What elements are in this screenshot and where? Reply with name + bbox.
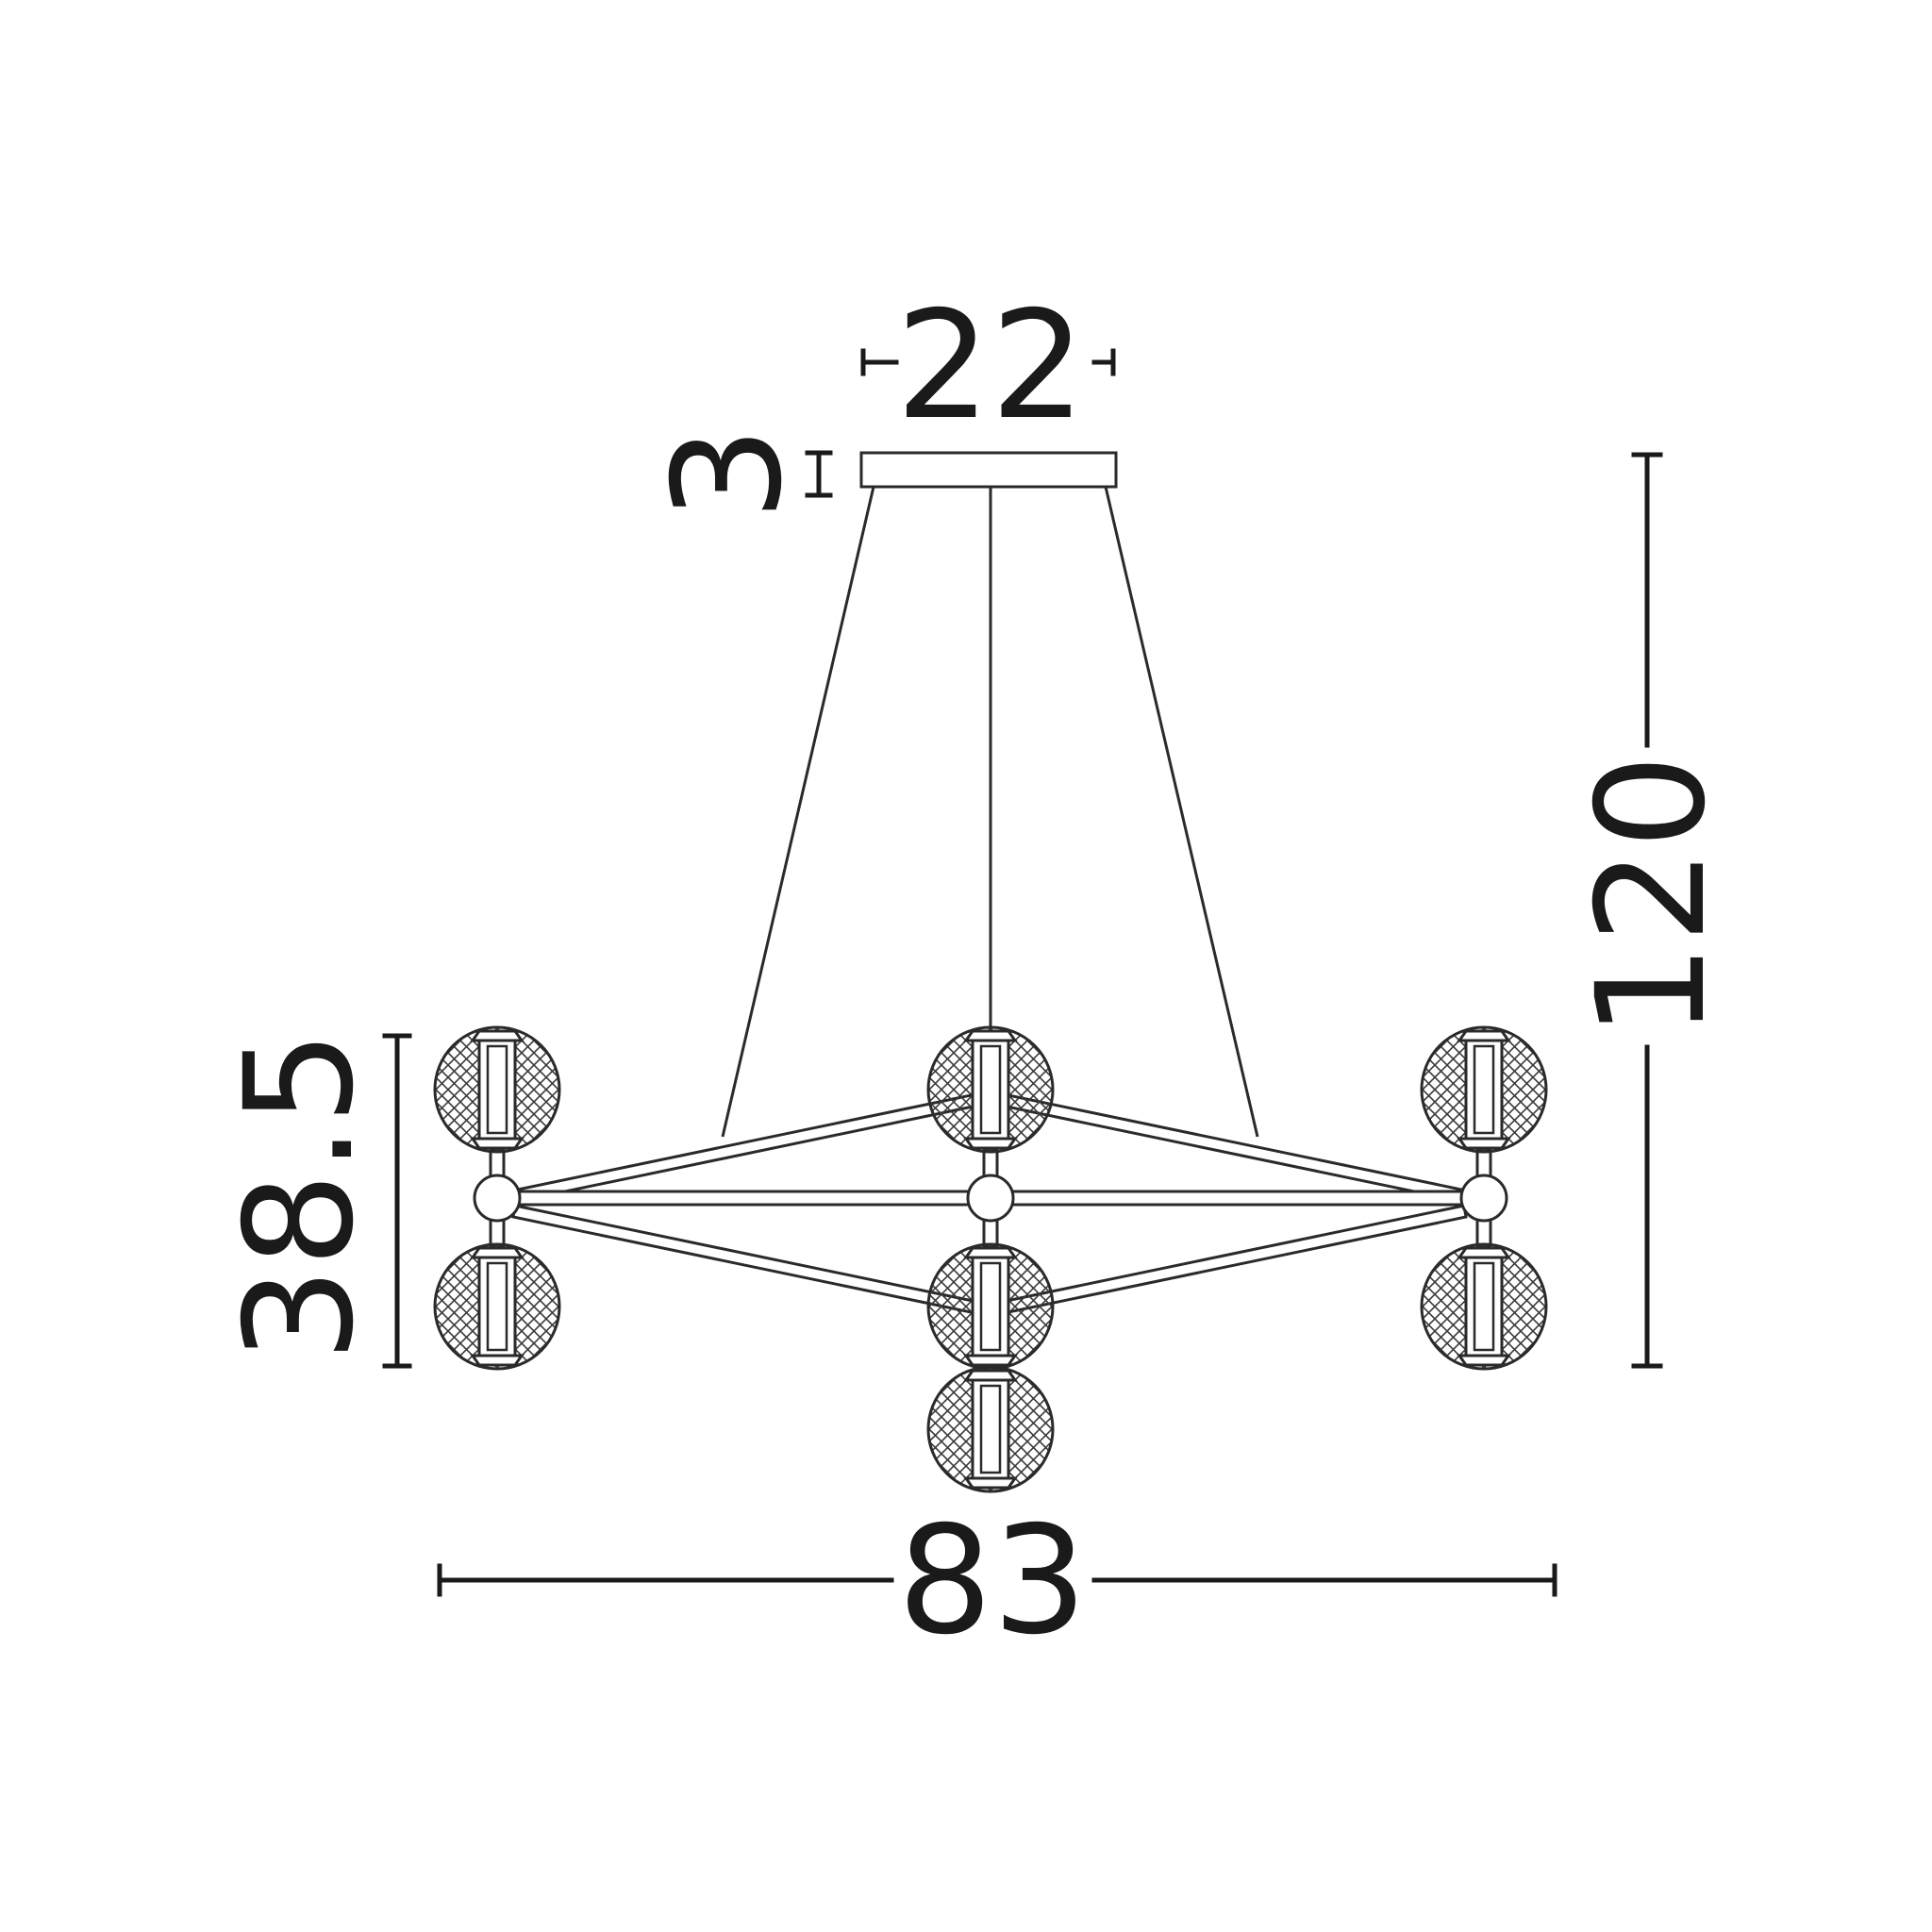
globe-right-lower <box>1420 1242 1548 1371</box>
suspension-cables <box>721 486 1259 1138</box>
canopy-height-dimension: 3 <box>641 426 833 522</box>
total-width-label: 83 <box>897 1494 1087 1668</box>
frame-hubs <box>473 1174 1508 1223</box>
canopy-width-dimension: 22 <box>860 279 1116 453</box>
globe-right-upper <box>1420 1025 1548 1154</box>
globe-center-upper <box>926 1025 1055 1154</box>
globe-center-middle <box>926 1242 1055 1371</box>
total-height-dimension: 120 <box>1565 452 1739 1369</box>
total-width-dimension: 83 <box>437 1494 1557 1668</box>
body-height-dimension: 38.5 <box>213 1030 412 1369</box>
globe-left-lower <box>433 1242 561 1371</box>
globe-left-upper <box>433 1025 561 1154</box>
canopy-width-label: 22 <box>895 279 1085 453</box>
body-height-label: 38.5 <box>213 1030 387 1362</box>
glass-globes <box>433 1025 1548 1493</box>
globe-center-lower <box>926 1365 1055 1493</box>
total-height-label: 120 <box>1565 754 1739 1039</box>
ceiling-canopy <box>859 451 1118 489</box>
canopy-height-label: 3 <box>641 426 815 522</box>
